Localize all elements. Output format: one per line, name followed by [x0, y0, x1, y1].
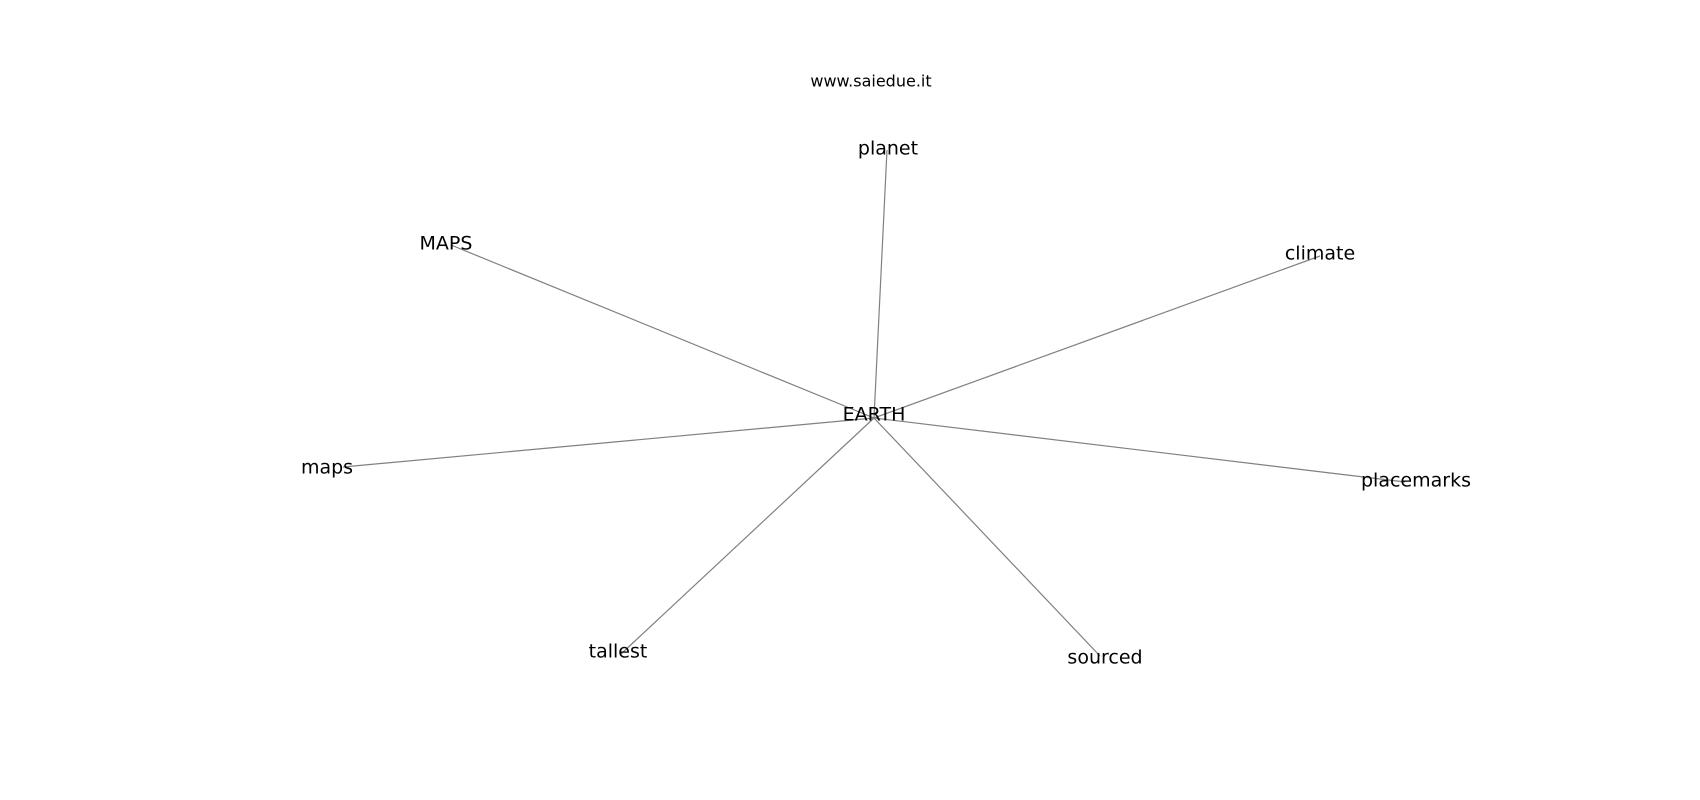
node-label-sourced: sourced	[1067, 647, 1142, 669]
node-label-planet: planet	[858, 138, 918, 160]
node-label-placemarks: placemarks	[1361, 470, 1471, 492]
edges-group	[342, 149, 1406, 657]
nodes-group: EARTH planet MAPS climate maps placemark…	[301, 138, 1471, 669]
edge-earth-climate	[873, 255, 1321, 419]
node-label-maps-upper: MAPS	[420, 233, 473, 255]
node-label-center: EARTH	[843, 404, 906, 426]
edge-earth-maps	[342, 417, 875, 468]
node-label-tallest: tallest	[589, 641, 648, 663]
node-label-maps: maps	[301, 457, 353, 479]
edge-earth-maps-upper	[450, 244, 875, 419]
edge-earth-placemarks	[873, 417, 1406, 483]
node-label-climate: climate	[1285, 243, 1355, 265]
edge-earth-sourced	[873, 417, 1101, 657]
edge-earth-tallest	[620, 417, 875, 655]
edge-earth-planet	[873, 149, 888, 419]
watermark-text: www.saiedue.it	[810, 72, 931, 91]
